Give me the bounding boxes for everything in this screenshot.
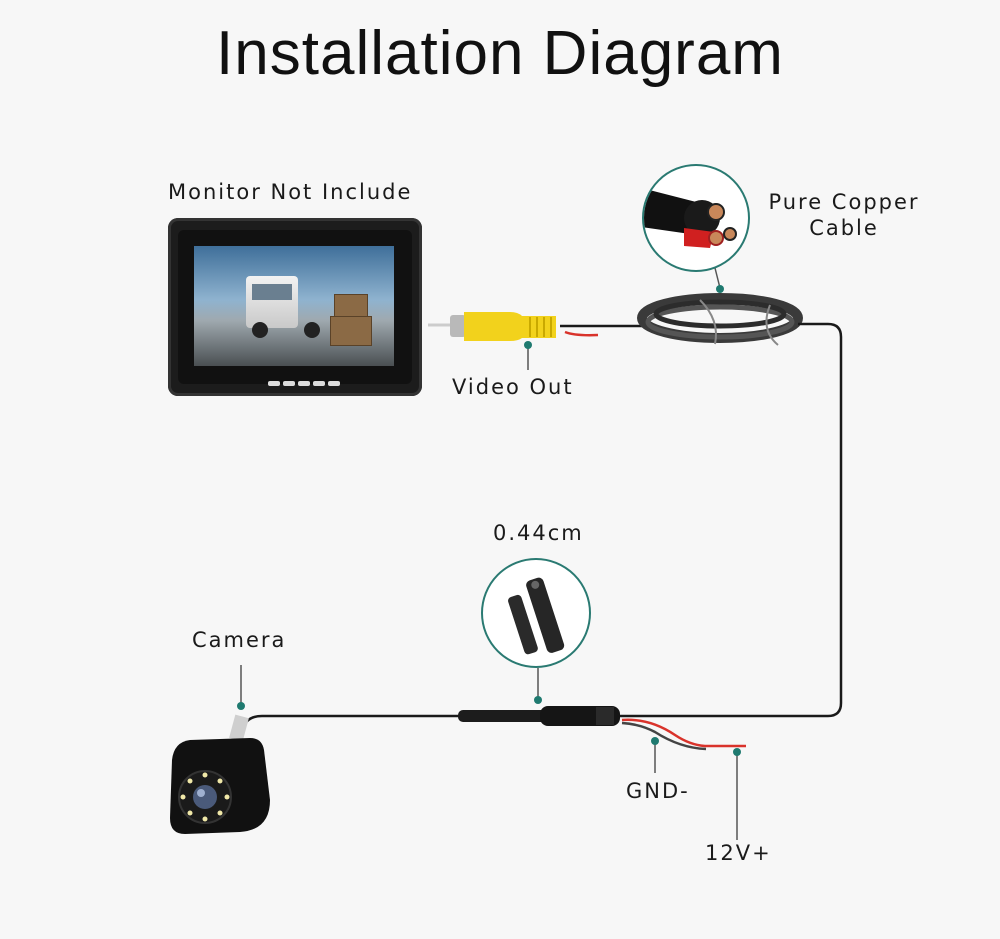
monitor-button bbox=[268, 381, 280, 386]
cable-label-line2: Cable bbox=[809, 216, 879, 240]
diagram-title: Installation Diagram bbox=[216, 19, 784, 88]
cable-label-line1: Pure Copper bbox=[768, 190, 920, 214]
inline-connector bbox=[458, 706, 620, 726]
monitor-buttons bbox=[268, 371, 343, 390]
monitor-button bbox=[328, 381, 340, 386]
monitor-button bbox=[313, 381, 325, 386]
monitor-image bbox=[168, 218, 422, 396]
monitor-screen bbox=[194, 246, 394, 366]
truck-wheel bbox=[252, 322, 268, 338]
video-out-label: Video Out bbox=[452, 375, 574, 399]
power-label: 12V+ bbox=[705, 841, 772, 865]
monitor-button bbox=[298, 381, 310, 386]
cable-label: Pure Copper Cable bbox=[756, 190, 932, 240]
copper-cable-icon bbox=[644, 188, 737, 248]
monitor-button bbox=[283, 381, 295, 386]
camera-body bbox=[170, 714, 270, 834]
connector-bubble bbox=[481, 558, 591, 668]
crate bbox=[334, 294, 368, 318]
truck-wheel bbox=[304, 322, 320, 338]
gnd-label: GND- bbox=[626, 779, 690, 803]
truck-windshield bbox=[252, 284, 292, 300]
copper-cable-bubble bbox=[642, 164, 750, 272]
rca-connector bbox=[428, 312, 556, 341]
camera-label: Camera bbox=[192, 628, 287, 652]
crate bbox=[330, 316, 372, 346]
connector-size-label: 0.44cm bbox=[493, 521, 584, 545]
cable-coil bbox=[637, 293, 803, 346]
monitor-label: Monitor Not Include bbox=[168, 180, 413, 204]
connector-icon bbox=[508, 577, 565, 655]
